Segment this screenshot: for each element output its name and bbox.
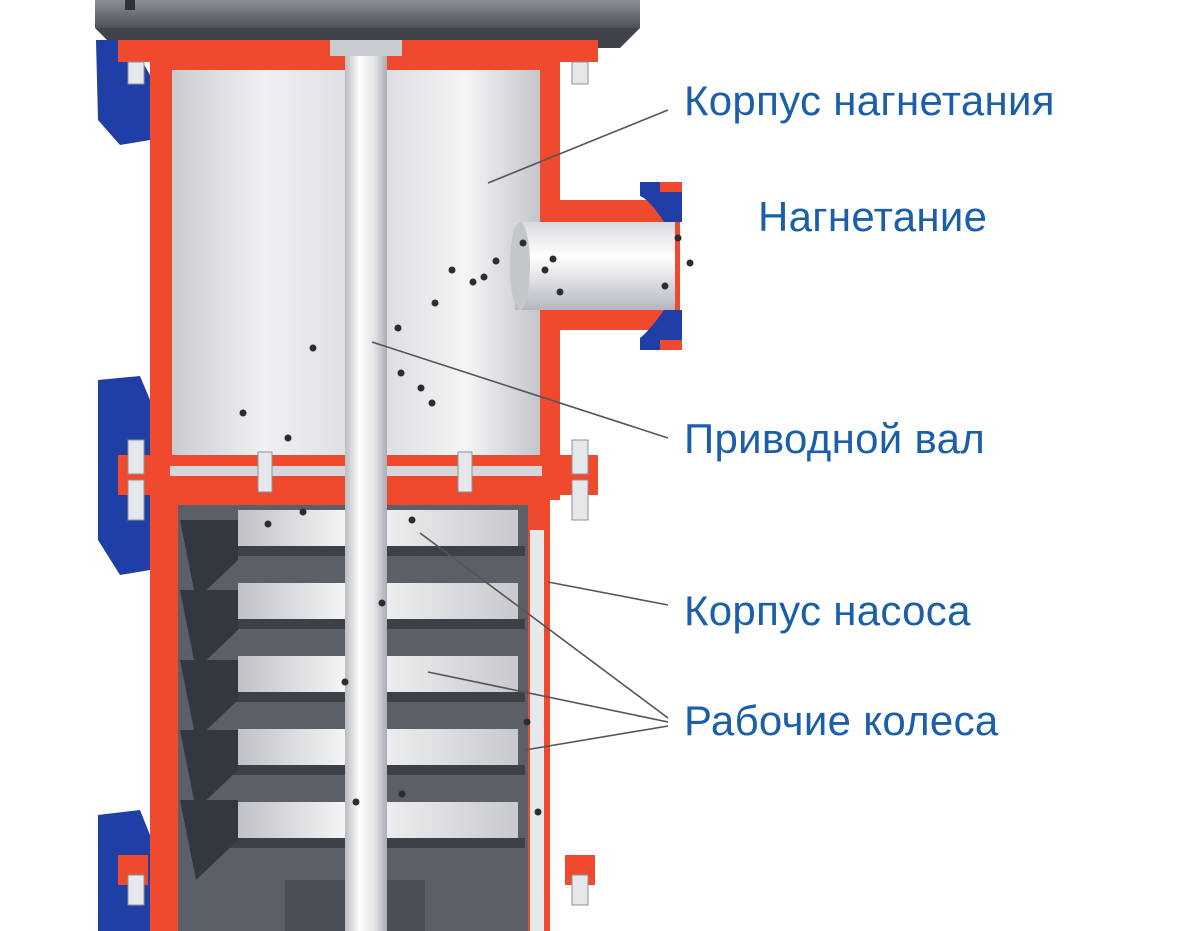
leader-pump-housing — [547, 581, 669, 606]
leader-impeller-1 — [419, 532, 669, 719]
label-discharge-housing: Корпус нагнетания — [684, 77, 1055, 124]
leader-impeller-2 — [427, 671, 669, 723]
bolts — [127, 61, 589, 906]
drive-shaft — [330, 40, 402, 931]
label-impellers: Рабочие колеса — [684, 697, 999, 744]
label-drive-shaft: Приводной вал — [684, 415, 986, 462]
leader-discharge-housing — [487, 109, 669, 184]
leader-impeller-3 — [524, 725, 669, 751]
discharge-nozzle — [510, 182, 682, 350]
label-discharge: Нагнетание — [758, 193, 988, 240]
leader-drive-shaft — [371, 341, 669, 439]
leader-lines — [371, 109, 669, 751]
fluid-particles — [239, 234, 694, 816]
label-pump-housing: Корпус насоса — [684, 587, 971, 634]
